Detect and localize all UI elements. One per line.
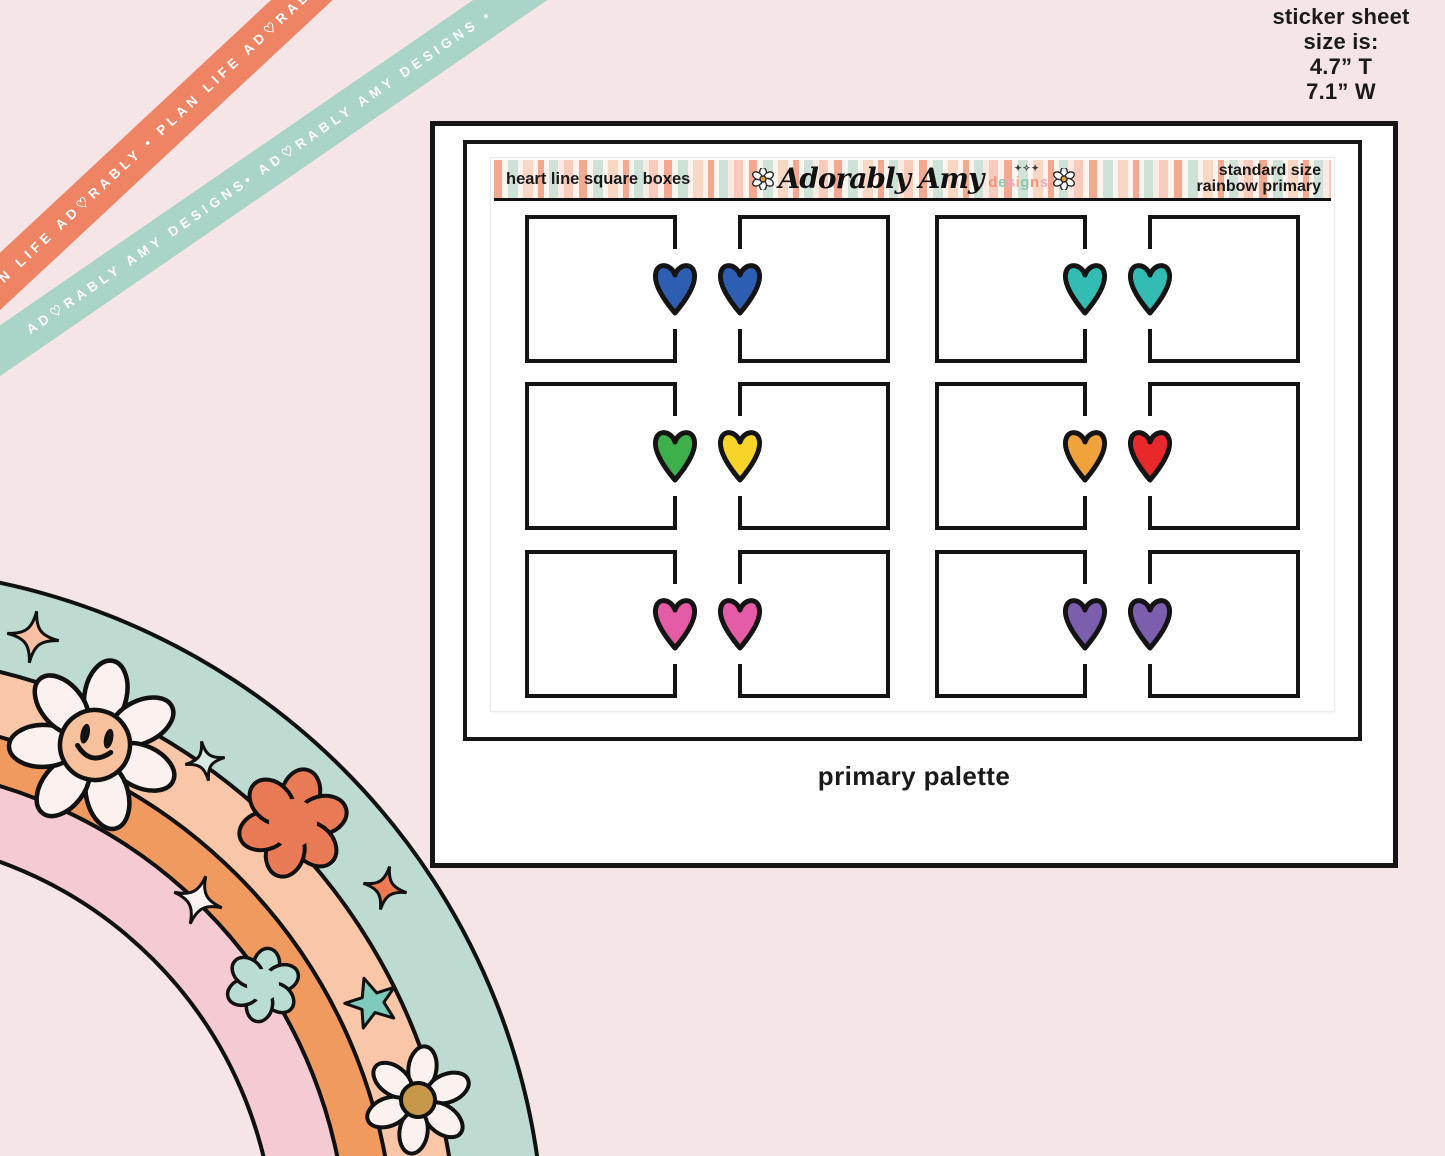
heart-icon-red — [1127, 427, 1173, 485]
designs-letter: s — [1039, 173, 1049, 191]
sheet-variant: standard size rainbow primary — [1075, 163, 1331, 195]
heart-icon-purple — [1127, 595, 1173, 653]
product-frame: heart line square boxes — [430, 121, 1398, 868]
brand-logo: Adorably Amy ✦✧✦ designs — [751, 162, 1076, 195]
size-note-line: 4.7” T — [1309, 54, 1373, 79]
sticker-box — [738, 550, 890, 698]
size-note-line: sticker sheet — [1272, 4, 1410, 29]
rainbow-decoration — [0, 580, 539, 1156]
heart-icon-teal — [1062, 260, 1108, 318]
designs-letter: d — [988, 173, 998, 191]
sheet-title: heart line square boxes — [506, 169, 691, 188]
daisy-icon — [751, 168, 774, 190]
sticker-size-note: sticker sheet size is: 4.7” T 7.1” W — [1251, 4, 1431, 104]
designs-letter: n — [1029, 173, 1040, 191]
sparkles-icon: ✦✧✦ — [1014, 162, 1040, 173]
flower-coral-icon — [237, 767, 349, 879]
heart-icon-green — [652, 427, 698, 485]
designs-letter: g — [1020, 173, 1030, 191]
daisy-smiley-icon — [6, 658, 177, 832]
heart-icon-pink — [717, 595, 763, 653]
sticker-box — [738, 215, 890, 363]
sticker-box — [525, 550, 677, 698]
heart-icon-purple — [1062, 595, 1108, 653]
sticker-box — [935, 215, 1087, 363]
flower-teal-icon — [225, 946, 301, 1024]
size-note-line: size is: — [1303, 29, 1379, 54]
sparkle-white-icon — [173, 875, 223, 925]
star-teal-icon — [343, 976, 396, 1030]
heart-icon-blue — [717, 260, 763, 318]
variant-line: rainbow primary — [1196, 178, 1322, 195]
sticker-box — [1148, 550, 1300, 698]
heart-icon-orange — [1062, 427, 1108, 485]
brand-designs-text: ✦✧✦ designs — [988, 163, 1049, 191]
designs-letter: i — [1015, 173, 1021, 191]
size-note-line: 7.1” W — [1306, 79, 1376, 104]
sticker-box — [935, 550, 1087, 698]
sparkle-mint-icon — [184, 740, 226, 782]
designs-letter: e — [997, 173, 1007, 191]
sticker-grid — [491, 158, 1334, 711]
sheet-frame: heart line square boxes — [463, 140, 1362, 741]
palette-caption: primary palette — [817, 761, 1011, 791]
rainbow-inner — [0, 859, 266, 1156]
sparkle-peach-icon — [6, 610, 60, 664]
brand-script-text: Adorably Amy — [778, 162, 985, 195]
sheet-header: heart line square boxes — [494, 160, 1331, 201]
heart-icon-teal — [1127, 260, 1173, 318]
variant-line: standard size — [1218, 162, 1322, 179]
daisy-gold-icon — [365, 1044, 471, 1156]
designs-letter: s — [1006, 173, 1016, 191]
heart-icon-yellow — [717, 427, 763, 485]
heart-icon-pink — [652, 595, 698, 653]
daisy-icon — [1053, 168, 1076, 190]
sparkle-coral-icon — [362, 865, 408, 911]
heart-icon-blue — [652, 260, 698, 318]
sticker-box — [1148, 382, 1300, 530]
sticker-sheet: heart line square boxes — [490, 157, 1335, 712]
